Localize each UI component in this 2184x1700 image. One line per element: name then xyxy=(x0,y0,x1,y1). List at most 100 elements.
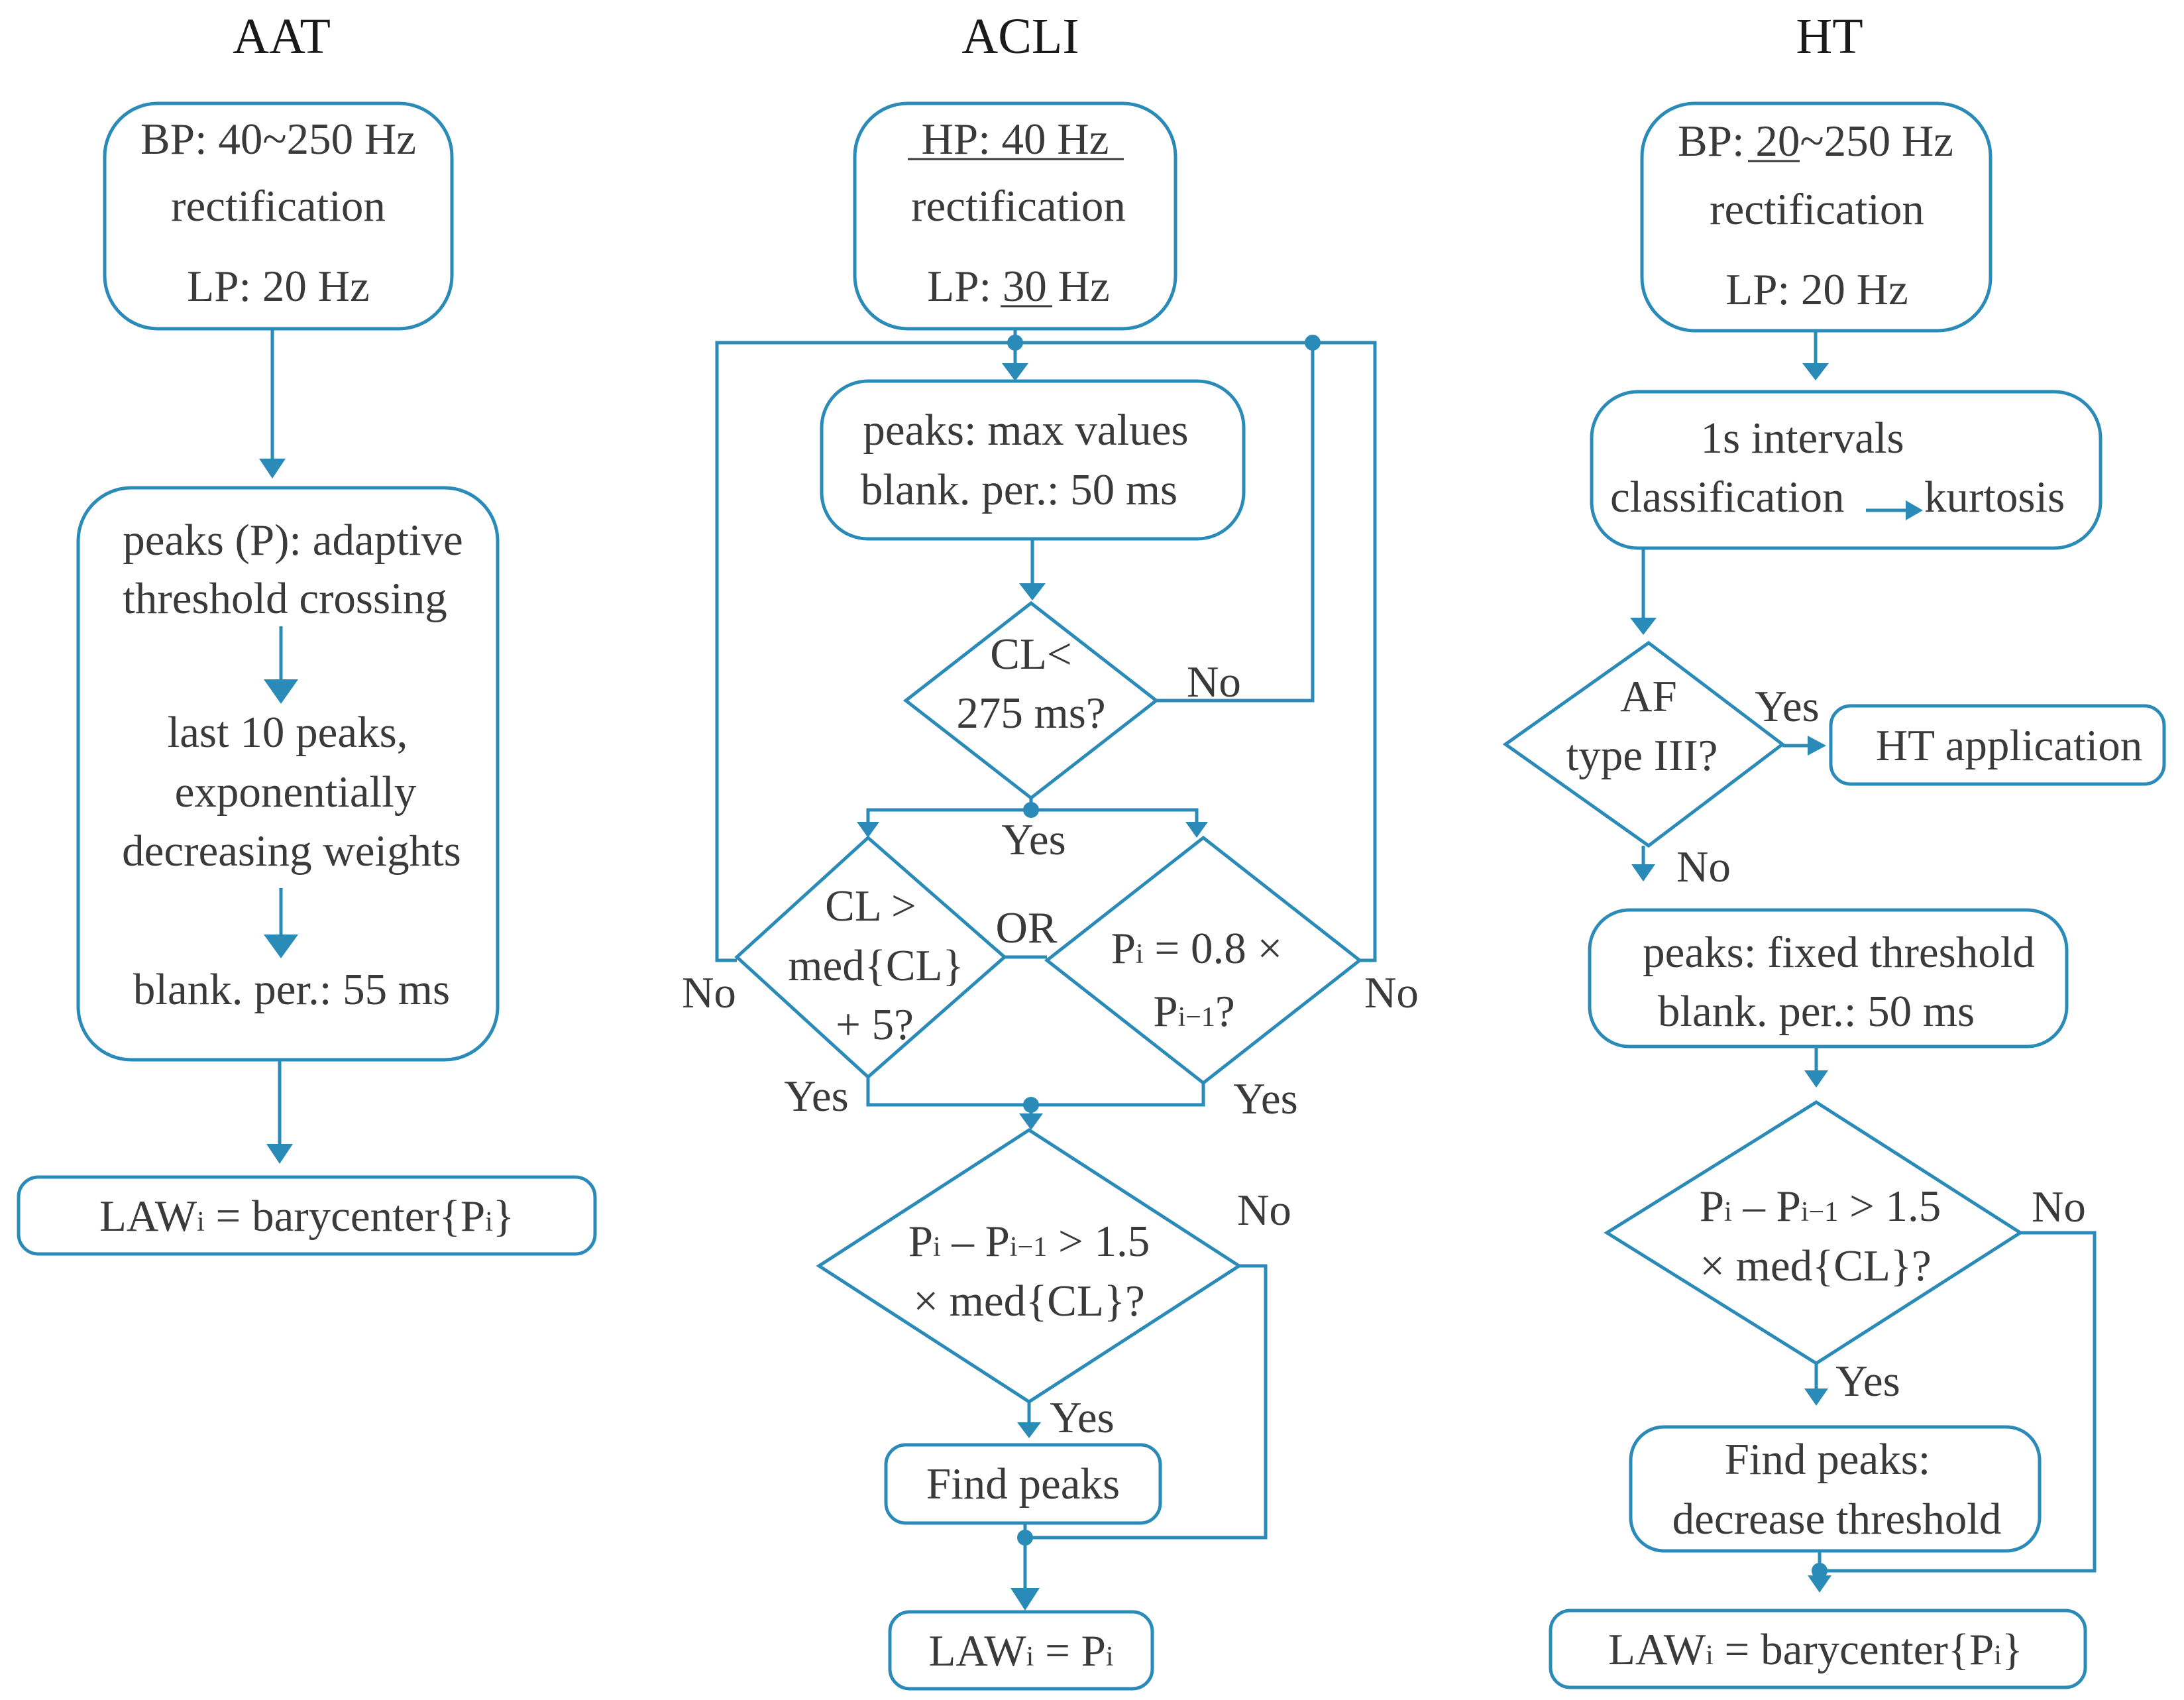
acli-peaks-line-2: blank. per.: 50 ms xyxy=(861,465,1177,514)
acli-rd1-post: = 0.8 × xyxy=(1144,924,1283,973)
ht-application-label: HT application xyxy=(1876,721,2143,770)
acli-or-label: OR xyxy=(995,903,1057,952)
ht-arrowhead-no-af xyxy=(1631,864,1655,881)
ht-law-end: } xyxy=(2002,1625,2023,1674)
ht-af-check-line-2: type III? xyxy=(1566,731,1718,780)
ht-gap-check-line-2: × med{CL}? xyxy=(1700,1241,1932,1290)
aat-detect-line-4: exponentially xyxy=(175,767,417,817)
ht-gc1-end: > 1.5 xyxy=(1838,1182,1941,1231)
aat-title: AAT xyxy=(233,9,331,64)
ht-law-junction xyxy=(1812,1563,1828,1579)
acli-cl-check-line-1: CL< xyxy=(990,630,1071,679)
acli-highpass-label: HP: 40 Hz xyxy=(922,115,1109,164)
acli-rd2-sub: i−1 xyxy=(1178,1002,1215,1033)
acli-arrowhead-to-law xyxy=(1010,1588,1040,1611)
aat-law-end: } xyxy=(493,1192,514,1241)
aat-arrowhead-2 xyxy=(266,1144,293,1164)
aat-detect-line-6: blank. per.: 55 ms xyxy=(133,965,450,1014)
aat-bandpass-label: BP: 40~250 Hz xyxy=(140,115,416,164)
aat-detect-line-1: peaks (P): adaptive xyxy=(123,516,463,565)
acli-law-post: = P xyxy=(1034,1626,1106,1675)
acli-rd1-pre: P xyxy=(1111,924,1136,973)
ht-law-label: LAWi = barycenter{Pi} xyxy=(1608,1625,2023,1674)
acli-left-diamond-line-1: CL > xyxy=(825,881,916,931)
ht-af-check-line-1: AF xyxy=(1620,672,1677,721)
acli-gc1-bsub: i−1 xyxy=(1010,1232,1047,1263)
acli-yes-label-1: Yes xyxy=(1001,815,1066,864)
ht-law-box xyxy=(1549,1609,2087,1689)
ht-gap-check-line-1: Pi – Pi−1 > 1.5 xyxy=(1700,1182,1941,1231)
acli-rectification-label: rectification xyxy=(911,182,1126,231)
aat-detect-line-3: last 10 peaks, xyxy=(168,708,408,757)
aat-law-sub: i xyxy=(197,1207,205,1237)
ht-yes-label-gap: Yes xyxy=(1835,1357,1900,1406)
acli-no-label-right: No xyxy=(1364,968,1419,1017)
acli-peaks-line-1: peaks: max values xyxy=(863,406,1188,455)
acli-law-label: LAWi = Pi xyxy=(928,1626,1113,1675)
aat-law-sub-2: i xyxy=(485,1207,493,1237)
acli-right-diamond-line-1: Pi = 0.8 × xyxy=(1111,924,1283,973)
acli-gc1-a: P xyxy=(908,1217,933,1266)
acli-law-sub-2: i xyxy=(1106,1642,1114,1672)
acli-find-peaks-box xyxy=(884,1443,1162,1525)
aat-law-pre: LAW xyxy=(99,1192,197,1241)
acli-rd2-post: ? xyxy=(1215,987,1235,1036)
acli-find-peaks-label: Find peaks xyxy=(926,1459,1120,1508)
aat-law-box xyxy=(17,1175,597,1256)
acli-arrowhead-to-find-peaks xyxy=(1017,1422,1041,1438)
ht-af-check-diamond xyxy=(1502,640,1786,848)
acli-no-label-gap: No xyxy=(1237,1186,1291,1235)
ht-law-sub: i xyxy=(1706,1640,1714,1671)
acli-right-loop-line xyxy=(1015,341,1377,962)
acli-no-loop-line xyxy=(1156,343,1315,703)
ht-arrowhead-to-af-check xyxy=(1630,618,1657,635)
aat-law-label: LAWi = barycenter{Pi} xyxy=(99,1192,514,1241)
ht-gc1-bsub: i−1 xyxy=(1801,1197,1838,1227)
acli-yes-label-gap: Yes xyxy=(1050,1393,1115,1442)
acli-split-line-right xyxy=(1031,808,1199,825)
acli-gap-check-diamond xyxy=(816,1128,1242,1404)
ht-intervals-box xyxy=(1590,390,2102,550)
acli-arrowhead-to-gap-check xyxy=(1019,1113,1043,1130)
ht-title: HT xyxy=(1796,9,1863,64)
acli-split-arrowhead-right xyxy=(1185,822,1208,838)
ht-yes-arrowhead xyxy=(1808,736,1826,756)
aat-law-post: = barycenter{P xyxy=(205,1192,485,1241)
acli-yes-label-right: Yes xyxy=(1233,1074,1298,1123)
aat-preprocessing-box xyxy=(103,101,454,331)
ht-gap-check-diamond xyxy=(1604,1100,2024,1365)
ht-find-peaks-line-1: Find peaks: xyxy=(1725,1435,1931,1484)
acli-left-loop-line xyxy=(715,341,1015,962)
acli-law-junction xyxy=(1017,1530,1033,1546)
ht-intervals-line-3: kurtosis xyxy=(1924,473,2065,522)
acli-rd2-pre: P xyxy=(1153,987,1177,1036)
acli-law-pre: LAW xyxy=(928,1626,1026,1675)
acli-no-label-left: No xyxy=(682,968,736,1017)
ht-application-box xyxy=(1829,704,2166,786)
acli-split-line-left xyxy=(866,808,1031,825)
acli-gap-no-line xyxy=(1029,1264,1268,1540)
aat-peak-detection-box xyxy=(76,486,500,1062)
acli-gc1-mid: – P xyxy=(941,1217,1010,1266)
ht-law-pre: LAW xyxy=(1608,1625,1706,1674)
ht-peaks-line-1: peaks: fixed threshold xyxy=(1643,928,2035,977)
aat-rectification-label: rectification xyxy=(171,182,386,231)
acli-gc1-asub: i xyxy=(933,1232,941,1263)
ht-peaks-line-2: blank. per.: 50 ms xyxy=(1658,987,1975,1036)
acli-rd1-sub: i xyxy=(1136,939,1144,970)
aat-detect-line-5: decreasing weights xyxy=(122,826,461,876)
ht-preprocessing-box xyxy=(1640,101,1993,333)
acli-right-diamond-line-2: Pi−1? xyxy=(1153,987,1234,1036)
aat-detect-line-2: threshold crossing xyxy=(123,574,447,623)
ht-find-peaks-box xyxy=(1629,1425,2042,1553)
ht-peaks-box xyxy=(1588,908,2069,1048)
acli-gap-check-line-1: Pi – Pi−1 > 1.5 xyxy=(908,1217,1150,1266)
acli-peaks-box xyxy=(820,379,1246,541)
ht-gc1-mid: – P xyxy=(1732,1182,1801,1231)
ht-arrowhead-to-find-peaks xyxy=(1804,1388,1828,1406)
ht-rectification-label: rectification xyxy=(1710,185,1924,234)
ht-kurtosis-arrowhead xyxy=(1906,500,1923,520)
ht-gap-no-line xyxy=(1816,1231,2097,1573)
acli-arrowhead-to-cl-check xyxy=(1019,583,1046,600)
